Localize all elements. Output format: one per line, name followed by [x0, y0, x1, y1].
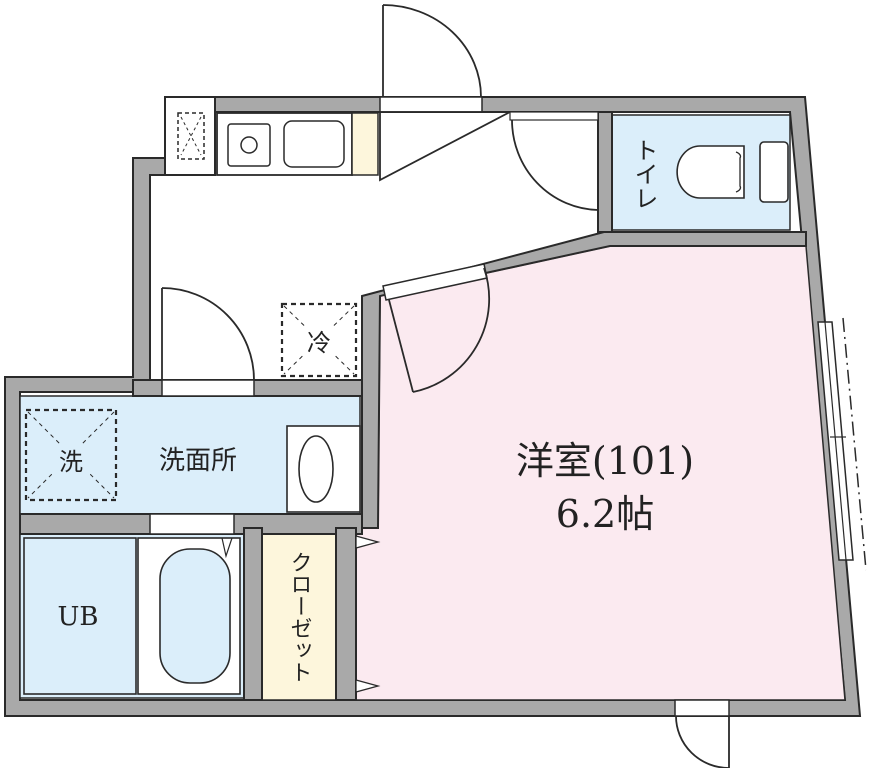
- closet-door-markers: [355, 535, 381, 693]
- toilet-label: トイレ: [630, 138, 658, 210]
- entrance-door: [379, 4, 511, 182]
- washroom-label: 洗面所: [159, 446, 237, 476]
- main-room-name: 洋室(101): [516, 439, 694, 483]
- main-room-size: 6.2帖: [556, 492, 654, 536]
- balcony-door: [674, 699, 730, 768]
- bath-label: UB: [57, 602, 98, 632]
- toilet-door: [509, 111, 599, 211]
- toilet-icon: [676, 141, 789, 203]
- closet-area: [261, 533, 337, 701]
- main-room-door: [382, 263, 491, 393]
- window: [817, 317, 867, 571]
- closet-label: クローゼット: [287, 551, 312, 683]
- bathtub-icon: [23, 537, 241, 695]
- washer-space: [24, 408, 118, 502]
- kitchen-counter: [216, 112, 379, 176]
- fridge-space: [280, 302, 358, 378]
- washbasin-icon: [286, 425, 361, 513]
- vent-icon: [177, 112, 205, 160]
- bath-door: [149, 513, 235, 535]
- washroom-door: [161, 287, 255, 397]
- fridge-label: 冷: [307, 329, 331, 357]
- washer-label: 洗: [59, 448, 83, 476]
